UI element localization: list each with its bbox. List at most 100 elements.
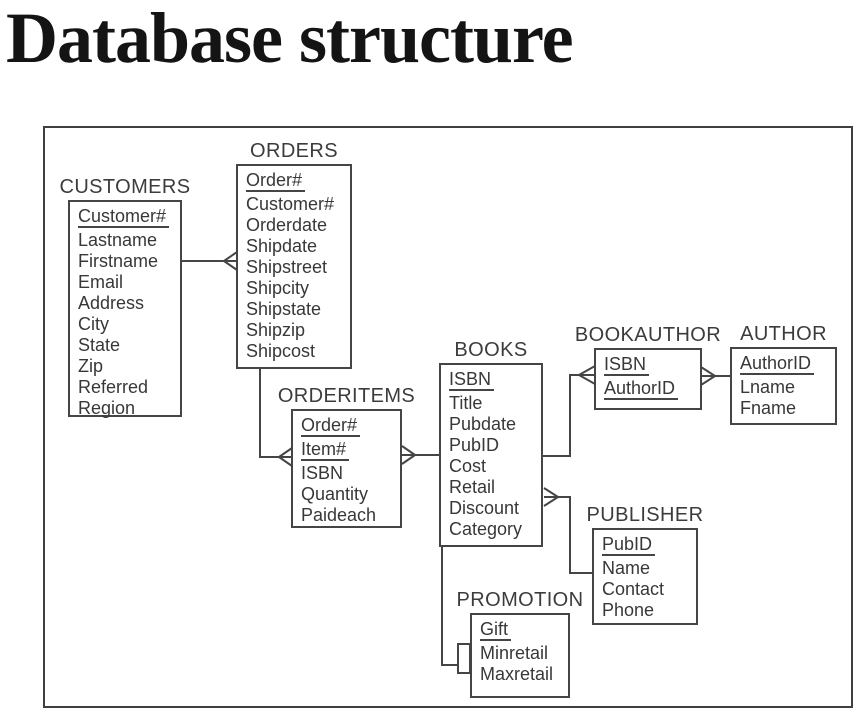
table-label-promotion: PROMOTION <box>456 589 584 611</box>
customers-field: Region <box>78 398 173 419</box>
table-label-author: AUTHOR <box>740 323 827 345</box>
field-name: Shipstate <box>246 299 322 319</box>
table-label-orders: ORDERS <box>250 140 338 162</box>
books-field: PubID <box>449 435 534 456</box>
primary-key-field-name: Customer# <box>78 207 170 228</box>
field-name: Pubdate <box>449 414 517 434</box>
orderitems-field: Quantity <box>301 484 393 505</box>
books-field: Pubdate <box>449 414 534 435</box>
orders-field: Shipstreet <box>246 257 343 278</box>
field-name: State <box>78 335 121 355</box>
primary-key-field-name: PubID <box>602 535 656 556</box>
orders-field: Orderdate <box>246 215 343 236</box>
orderitems-field: Paideach <box>301 505 393 526</box>
customers-field: Customer# <box>78 206 173 230</box>
field-name: Zip <box>78 356 104 376</box>
author-field: AuthorID <box>740 353 828 377</box>
publisher-field: PubID <box>602 534 689 558</box>
author-field: Lname <box>740 377 828 398</box>
field-name: City <box>78 314 109 334</box>
orders-field: Customer# <box>246 194 343 215</box>
customers-field: Address <box>78 293 173 314</box>
orders-field: Shipcity <box>246 278 343 299</box>
field-name: Contact <box>602 579 665 599</box>
orderitems-field: Order# <box>301 415 393 439</box>
orders-field: Shipdate <box>246 236 343 257</box>
primary-key-field-name: Gift <box>480 620 512 641</box>
field-name: Category <box>449 519 523 539</box>
customers-field: Email <box>78 272 173 293</box>
field-name: Paideach <box>301 505 377 525</box>
primary-key-field-name: AuthorID <box>604 379 679 400</box>
field-name: Fname <box>740 398 797 418</box>
primary-key-field-name: ISBN <box>449 370 495 391</box>
orders-field: Shipzip <box>246 320 343 341</box>
field-name: Cost <box>449 456 487 476</box>
field-name: Shipcity <box>246 278 310 298</box>
books-field: Cost <box>449 456 534 477</box>
books-field: Category <box>449 519 534 540</box>
table-label-bookauthor: BOOKAUTHOR <box>574 324 722 346</box>
field-name: Shipdate <box>246 236 318 256</box>
primary-key-field-name: ISBN <box>604 355 650 376</box>
field-name: Lname <box>740 377 796 397</box>
publisher-field: Name <box>602 558 689 579</box>
field-name: Region <box>78 398 136 418</box>
field-name: Shipzip <box>246 320 306 340</box>
field-name: Discount <box>449 498 520 518</box>
field-name: Shipstreet <box>246 257 328 277</box>
table-label-customers: CUSTOMERS <box>59 176 191 198</box>
primary-key-field-name: Order# <box>301 416 361 437</box>
bookauthor-field: ISBN <box>604 354 693 378</box>
bookauthor-field: AuthorID <box>604 378 693 402</box>
field-name: PubID <box>449 435 500 455</box>
customers-field: Lastname <box>78 230 173 251</box>
publisher-field: Contact <box>602 579 689 600</box>
promotion-field: Gift <box>480 619 561 643</box>
orders-field: Shipstate <box>246 299 343 320</box>
field-name: Shipcost <box>246 341 316 361</box>
promotion-bracket-icon <box>457 643 471 674</box>
field-name: Address <box>78 293 145 313</box>
field-name: Title <box>449 393 483 413</box>
customers-field: Referred <box>78 377 173 398</box>
customers-field: Firstname <box>78 251 173 272</box>
field-name: Orderdate <box>246 215 328 235</box>
promotion-field: Maxretail <box>480 664 561 685</box>
field-name: Phone <box>602 600 655 620</box>
books-field: Discount <box>449 498 534 519</box>
field-name: Quantity <box>301 484 369 504</box>
customers-field: State <box>78 335 173 356</box>
publisher-field: Phone <box>602 600 689 621</box>
table-label-books: BOOKS <box>454 339 528 361</box>
page-title: Database structure <box>6 0 574 78</box>
orders-field: Shipcost <box>246 341 343 362</box>
orders-field: Order# <box>246 170 343 194</box>
field-name: ISBN <box>301 463 344 483</box>
primary-key-field-name: AuthorID <box>740 354 815 375</box>
field-name: Maxretail <box>480 664 554 684</box>
table-label-publisher: PUBLISHER <box>586 504 704 526</box>
field-name: Name <box>602 558 651 578</box>
books-field: Retail <box>449 477 534 498</box>
field-name: Minretail <box>480 643 549 663</box>
promotion-field: Minretail <box>480 643 561 664</box>
field-name: Customer# <box>246 194 335 214</box>
customers-field: Zip <box>78 356 173 377</box>
orderitems-field: ISBN <box>301 463 393 484</box>
books-field: Title <box>449 393 534 414</box>
primary-key-field-name: Item# <box>301 440 350 461</box>
customers-field: City <box>78 314 173 335</box>
orderitems-field: Item# <box>301 439 393 463</box>
author-field: Fname <box>740 398 828 419</box>
books-field: ISBN <box>449 369 534 393</box>
field-name: Retail <box>449 477 496 497</box>
